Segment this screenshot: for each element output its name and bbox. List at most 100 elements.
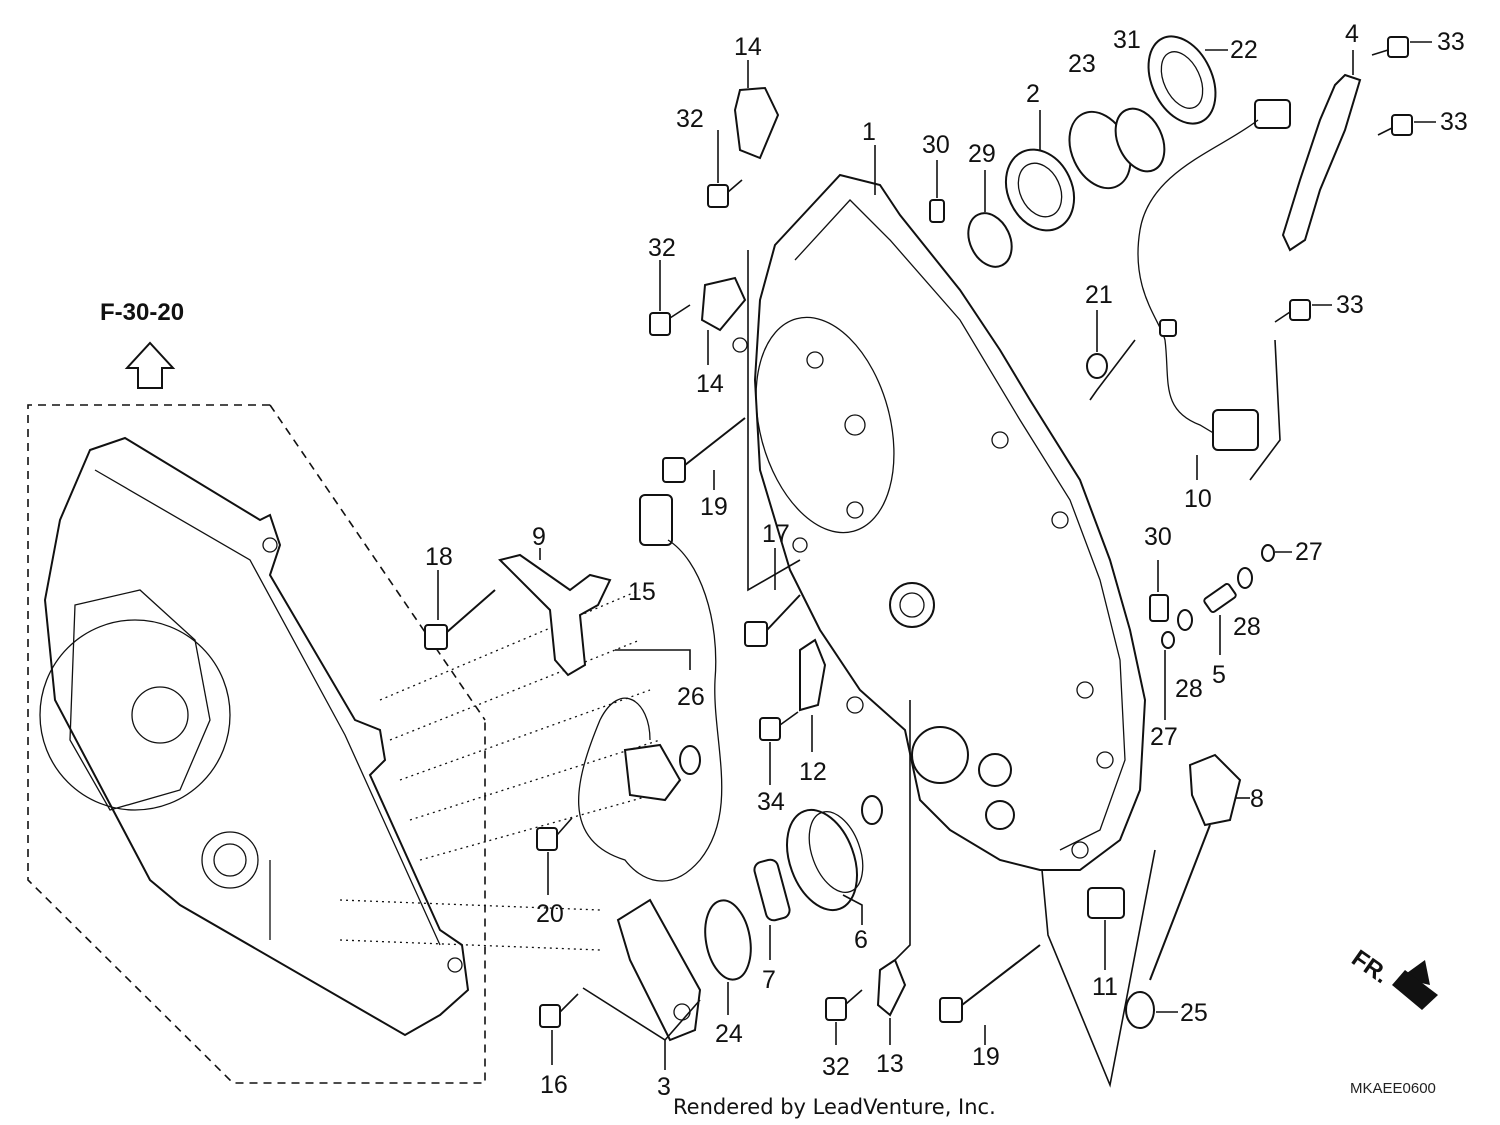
part-32-bolt-upper: [707, 130, 743, 208]
callout-33-lower[interactable]: 33: [1336, 291, 1364, 319]
outer-cover-lower-hole: [213, 843, 247, 877]
callout-13[interactable]: 13: [876, 1050, 904, 1078]
callout-31[interactable]: 31: [1113, 26, 1141, 54]
part-19-bolt-upper: [662, 417, 746, 490]
part-6-oil-filter: [786, 808, 864, 925]
callout-30-lower[interactable]: 30: [1144, 523, 1172, 551]
part-26-o-ring: [679, 745, 701, 775]
callout-19-upper[interactable]: 19: [700, 493, 728, 521]
crankcase-cover-port: [889, 582, 935, 628]
crankcase-cover-hole: [1071, 841, 1089, 859]
callout-32-mid[interactable]: 32: [648, 234, 676, 262]
leader-13: [894, 700, 911, 961]
callout-27-lower[interactable]: 27: [1150, 723, 1178, 751]
callout-16[interactable]: 16: [540, 1071, 568, 1099]
part-11-plate: [1087, 887, 1125, 919]
callout-34[interactable]: 34: [757, 788, 785, 816]
callout-25[interactable]: 25: [1180, 999, 1208, 1027]
crankcase-cover-hole: [846, 696, 864, 714]
callout-20[interactable]: 20: [536, 900, 564, 928]
crankcase-cover-hole: [806, 351, 824, 369]
callout-18[interactable]: 18: [425, 543, 453, 571]
callout-22[interactable]: 22: [1230, 36, 1258, 64]
callout-3[interactable]: 3: [657, 1073, 671, 1101]
callout-32-upper[interactable]: 32: [676, 105, 704, 133]
callout-7[interactable]: 7: [762, 966, 776, 994]
crankcase-cover-hole: [844, 414, 866, 436]
outer-cover-dashed-frame-diagonal: [269, 404, 486, 721]
leader-14-bracket-line: [747, 250, 801, 592]
crankcase-cover-hole: [1096, 751, 1114, 769]
part-8-dipstick: [1149, 753, 1250, 981]
part-4-bracket: [1281, 73, 1362, 252]
outer-cover-dashed-frame: [27, 404, 486, 1084]
part-15-switch: [578, 494, 723, 882]
leader-21-bracket: [1089, 339, 1136, 401]
callout-30-upper[interactable]: 30: [922, 131, 950, 159]
outer-cover-group: [27, 404, 486, 1084]
part-32-bolt-lower: [825, 989, 863, 1045]
reference-label[interactable]: F-30-20: [100, 299, 184, 326]
crankcase-cover-body: [753, 173, 1147, 871]
part-9-stay: [498, 553, 612, 677]
callout-10[interactable]: 10: [1184, 485, 1212, 513]
callout-28-upper[interactable]: 28: [1233, 613, 1261, 641]
part-20-bolt: [536, 817, 573, 895]
callout-19-lower[interactable]: 19: [972, 1043, 1000, 1071]
callout-33-mid[interactable]: 33: [1440, 108, 1468, 136]
part-16-bolt: [539, 993, 579, 1065]
callout-26[interactable]: 26: [677, 683, 705, 711]
callout-24[interactable]: 24: [715, 1020, 743, 1048]
crankcase-cover-boss: [978, 753, 1012, 787]
forward-label: FR.: [1347, 945, 1394, 989]
callout-23[interactable]: 23: [1068, 50, 1096, 78]
callout-28-lower[interactable]: 28: [1175, 675, 1203, 703]
part-7-spring: [753, 858, 791, 960]
callout-8[interactable]: 8: [1250, 785, 1264, 813]
callout-6[interactable]: 6: [854, 926, 868, 954]
part-2-cap: [1004, 110, 1076, 232]
part-29-o-ring: [967, 212, 1013, 268]
callout-labels: 1 2 3 4 5 6 7 8 9 10 11 12 13 14 14 15 1…: [425, 20, 1468, 1101]
callout-21[interactable]: 21: [1085, 281, 1113, 309]
diagram-code: MKAEE0600: [1350, 1080, 1436, 1097]
part-25-o-ring: [1125, 991, 1155, 1029]
part-27-washer-a: [1161, 631, 1175, 649]
part-33-bolt-b: [1377, 114, 1436, 136]
callout-1[interactable]: 1: [862, 118, 876, 146]
callout-12[interactable]: 12: [799, 758, 827, 786]
crankcase-cover-flange: [794, 199, 1126, 851]
part-18-bolt: [424, 570, 496, 650]
part-5-stud: [1203, 583, 1237, 613]
part-33-bolt-a: [1371, 36, 1432, 58]
callout-27-upper[interactable]: 27: [1295, 538, 1323, 566]
callout-15[interactable]: 15: [628, 578, 656, 606]
callout-2[interactable]: 2: [1026, 80, 1040, 108]
callout-14-upper[interactable]: 14: [734, 33, 762, 61]
callout-14-lower[interactable]: 14: [696, 370, 724, 398]
callout-33-top[interactable]: 33: [1437, 28, 1465, 56]
crankcase-cover-filter-seat: [911, 726, 969, 784]
up-arrow-icon: [124, 341, 176, 389]
callout-29[interactable]: 29: [968, 140, 996, 168]
part-30-dowel-pin: [929, 199, 945, 223]
callout-32-lower[interactable]: 32: [822, 1053, 850, 1081]
part-14-clamp-upper: [733, 86, 780, 160]
crankcase-cover-hole: [732, 337, 748, 353]
callout-17[interactable]: 17: [762, 520, 790, 548]
callout-11[interactable]: 11: [1092, 973, 1118, 1001]
crankcase-cover-hole: [1051, 511, 1069, 529]
outer-cover-center-hole: [131, 686, 189, 744]
part-30-dowel-pin-lower: [1149, 594, 1169, 622]
part-17-bolt: [744, 548, 801, 647]
part-28-nut-b: [1237, 567, 1253, 589]
outer-cover-bolt-hole: [447, 957, 463, 973]
callout-4[interactable]: 4: [1345, 20, 1359, 48]
part-19-bolt-lower: [939, 944, 1041, 1045]
leader-11-25-bracket: [1041, 849, 1156, 1088]
callout-9[interactable]: 9: [532, 523, 546, 551]
callout-5[interactable]: 5: [1212, 661, 1226, 689]
crankcase-cover-port-inner: [899, 592, 925, 618]
